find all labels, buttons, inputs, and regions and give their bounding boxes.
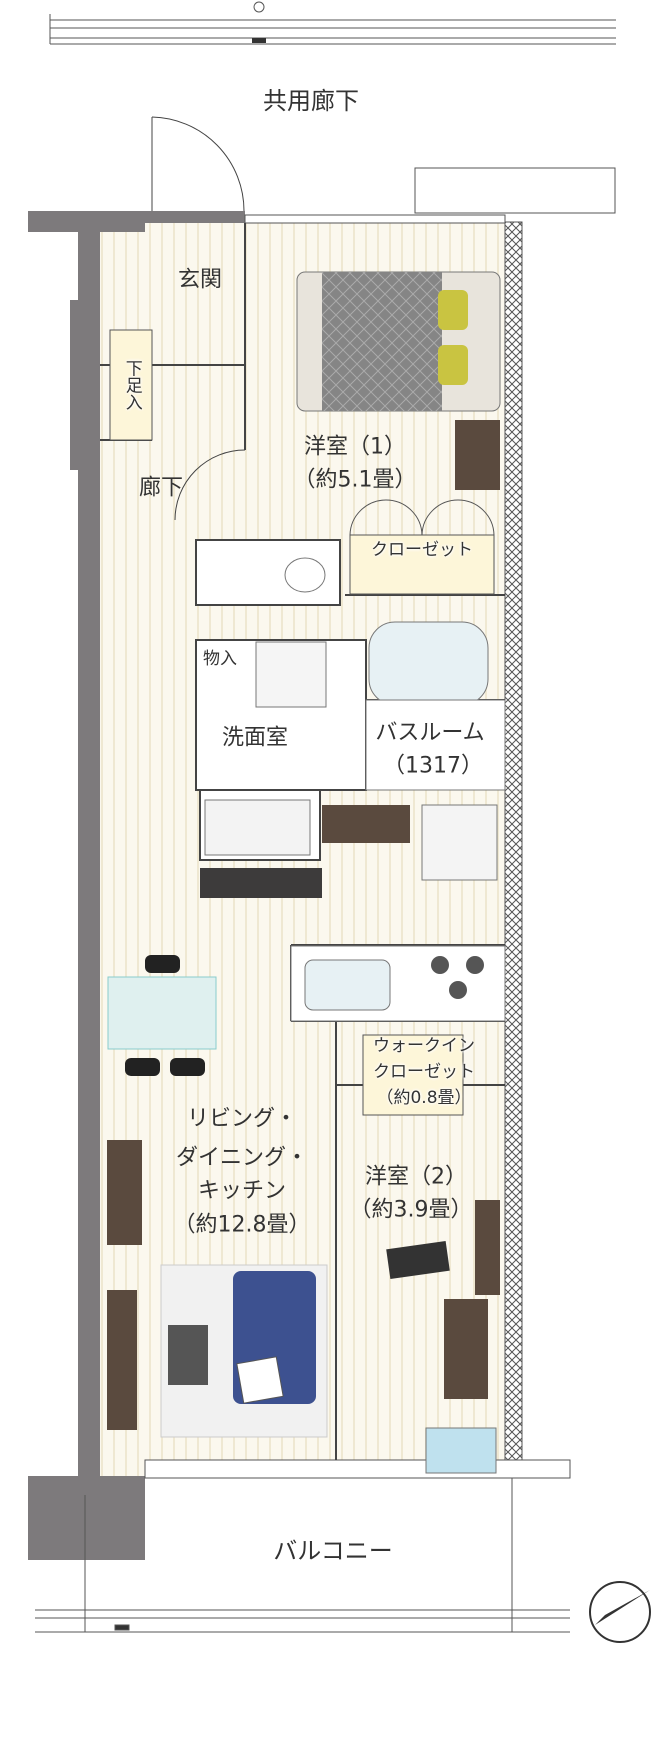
room1-name: 洋室（1） bbox=[304, 434, 406, 460]
structural-walls bbox=[28, 167, 616, 1560]
shoe-cabinet-label: 下足入 bbox=[121, 359, 142, 411]
desk-room1 bbox=[455, 420, 500, 490]
walk-in-closet bbox=[362, 1034, 464, 1116]
room2-size: （約3.9畳） bbox=[349, 1197, 473, 1223]
fridge bbox=[421, 804, 498, 881]
tv-board bbox=[107, 1140, 142, 1245]
closet-label: クローゼット bbox=[371, 540, 473, 561]
bathtub bbox=[368, 621, 489, 706]
dining-set bbox=[107, 955, 217, 1076]
bathroom-size: （1317） bbox=[383, 753, 483, 779]
entrance-door[interactable] bbox=[151, 116, 245, 212]
room1-door[interactable] bbox=[174, 449, 246, 521]
wic-size: （約0.8畳） bbox=[376, 1088, 472, 1109]
common-corridor-label: 共用廊下 bbox=[263, 87, 359, 116]
entrance-label: 玄関 bbox=[177, 267, 223, 293]
bed bbox=[296, 271, 501, 412]
washing-machine bbox=[255, 641, 327, 708]
hallway-label: 廊下 bbox=[138, 475, 184, 501]
shoe-cabinet bbox=[109, 329, 153, 441]
balcony-label: バルコニー bbox=[273, 1537, 393, 1566]
balcony-railing bbox=[35, 1478, 570, 1633]
closet bbox=[349, 534, 495, 595]
wic-line2: クローゼット bbox=[373, 1062, 475, 1083]
wic-line1: ウォークイン bbox=[373, 1036, 475, 1057]
bookrack bbox=[386, 1240, 450, 1280]
vanity bbox=[204, 799, 311, 856]
cupboard bbox=[322, 805, 410, 843]
toilet bbox=[284, 557, 326, 593]
kitchen-counter bbox=[290, 945, 506, 1022]
compass-icon bbox=[589, 1581, 651, 1643]
planter bbox=[200, 868, 322, 898]
desk-room2 bbox=[444, 1299, 488, 1399]
washroom-label: 洗面室 bbox=[221, 725, 289, 751]
shelf-room2 bbox=[475, 1200, 500, 1295]
coffee-table bbox=[168, 1325, 208, 1385]
corridor-railing bbox=[49, 1, 616, 45]
bathroom-name: バスルーム bbox=[375, 720, 485, 746]
cushion bbox=[236, 1356, 284, 1404]
storage-label: 物入 bbox=[203, 649, 237, 670]
room2-rug bbox=[425, 1427, 497, 1474]
room2-name: 洋室（2） bbox=[365, 1164, 467, 1190]
ldk-line2: ダイニング・ bbox=[175, 1145, 309, 1171]
ldk-size: （約12.8畳） bbox=[173, 1212, 311, 1238]
tv bbox=[107, 1290, 137, 1430]
room1-size: （約5.1畳） bbox=[293, 467, 417, 493]
ldk-line3: キッチン bbox=[197, 1178, 287, 1204]
ldk-line1: リビング・ bbox=[186, 1106, 298, 1132]
